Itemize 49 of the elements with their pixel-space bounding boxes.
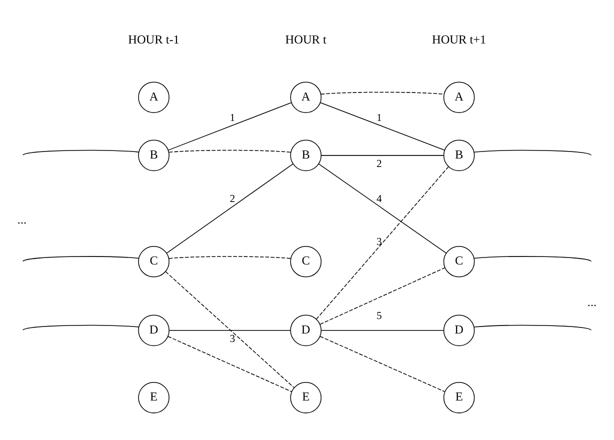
connector xyxy=(474,150,592,156)
node-circle: D xyxy=(290,314,322,346)
label: HOUR t-1 xyxy=(128,32,180,47)
label: ... xyxy=(587,294,597,309)
node-circle: E xyxy=(443,382,475,414)
edge-label: 2 xyxy=(230,193,236,206)
connector xyxy=(320,92,444,95)
node-circle: A xyxy=(290,82,322,114)
connector xyxy=(474,324,592,331)
edge-label: 2 xyxy=(376,158,382,170)
node-circle: C xyxy=(290,246,322,278)
edge-label: 1 xyxy=(230,112,236,124)
connector xyxy=(165,271,294,388)
connector xyxy=(168,330,291,331)
edge-label: 1 xyxy=(376,112,382,124)
edge-label: 3 xyxy=(376,236,382,248)
connector xyxy=(22,324,140,330)
node-circle: A xyxy=(443,82,475,114)
connector xyxy=(320,336,446,392)
label: HOUR t xyxy=(285,32,326,47)
edge-label: 5 xyxy=(376,310,382,322)
connector xyxy=(168,102,292,151)
node-circle: D xyxy=(138,314,170,346)
label: HOUR t+1 xyxy=(432,32,486,47)
node-circle: E xyxy=(290,382,322,414)
connector xyxy=(320,330,444,331)
node-circle: B xyxy=(443,140,475,172)
node-circle: C xyxy=(443,246,475,278)
connector xyxy=(22,150,140,156)
node-circle: A xyxy=(138,82,170,114)
connector xyxy=(320,155,444,156)
edge-label: 4 xyxy=(376,193,382,206)
connector xyxy=(168,336,292,392)
connector xyxy=(474,256,592,262)
connector xyxy=(320,267,446,325)
connector xyxy=(318,164,447,254)
node-circle: D xyxy=(443,314,475,346)
connector xyxy=(316,166,449,320)
connector xyxy=(320,102,445,151)
connector xyxy=(166,164,294,254)
node-circle: B xyxy=(290,140,322,172)
node-circle: C xyxy=(138,246,170,278)
connector xyxy=(168,256,292,259)
label: ... xyxy=(17,212,27,226)
node-circle: E xyxy=(138,382,170,414)
connector xyxy=(22,256,140,262)
connector xyxy=(168,150,292,153)
node-circle: B xyxy=(138,140,170,172)
edge-label: 3 xyxy=(230,333,236,346)
